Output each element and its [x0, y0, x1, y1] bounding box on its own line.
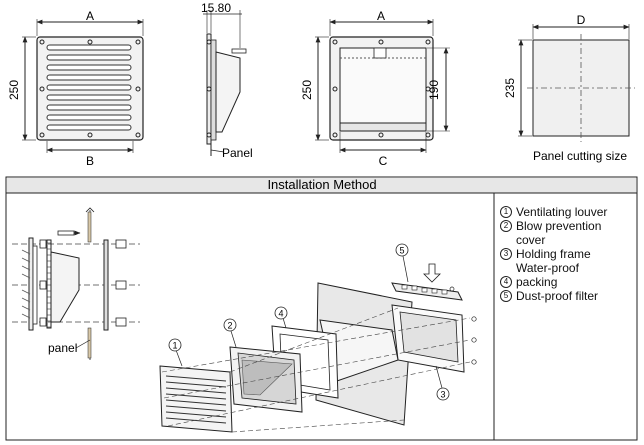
callout-5: 5 [399, 246, 404, 256]
legend-number: 5 [500, 290, 512, 302]
legend-item: cover [500, 233, 640, 247]
dim-side-label: 15.80 [201, 1, 231, 15]
dim-b-label: B [86, 154, 94, 168]
dim-250b-label: 250 [300, 80, 314, 100]
legend-item: 4 packing [500, 275, 640, 289]
legend-number: 2 [500, 220, 512, 232]
callout-2: 2 [227, 321, 232, 331]
louver-front-view [22, 19, 144, 153]
dim-235-label: 235 [503, 78, 517, 98]
parts-legend: 1 Ventilating louver 2 Blow prevention cov… [500, 205, 640, 303]
cross-section-panel-label: panel [48, 341, 77, 355]
legend-item: 5 Dust-proof filter [500, 289, 640, 303]
cutting-size-label: Panel cutting size [533, 149, 627, 163]
exploded-assembly [159, 243, 477, 433]
callout-4: 4 [278, 309, 283, 319]
panel-cutting-view [518, 24, 635, 142]
dim-250-label: 250 [7, 80, 21, 100]
dim-a-label: A [86, 9, 94, 23]
legend-item: 3 Holding frame [500, 247, 640, 261]
callout-1: 1 [172, 341, 177, 351]
dim-c-label: C [379, 154, 388, 168]
legend-text: Dust-proof filter [516, 289, 599, 303]
dim-a2-label: A [377, 9, 385, 23]
legend-number: 1 [500, 206, 512, 218]
legend-number [500, 262, 512, 274]
legend-item: 1 Ventilating louver [500, 205, 640, 219]
dim-190-label: 190 [427, 80, 441, 100]
legend-text: Ventilating louver [516, 205, 608, 219]
louver-side-view [203, 10, 247, 156]
louver-back-view [315, 19, 450, 153]
callout-3: 3 [440, 390, 445, 400]
panel-label: Panel [222, 146, 253, 160]
cross-section-view [12, 207, 140, 360]
legend-number [500, 234, 512, 246]
legend-text: Holding frame [516, 247, 591, 261]
dim-d-label: D [577, 13, 586, 27]
legend-item: Water-proof [500, 261, 640, 275]
legend-text: Blow prevention [516, 219, 602, 233]
legend-number: 4 [500, 276, 512, 288]
legend-text: packing [516, 275, 558, 289]
installation-title: Installation Method [267, 177, 376, 192]
legend-number: 3 [500, 248, 512, 260]
legend-item: 2 Blow prevention [500, 219, 640, 233]
legend-text: cover [516, 233, 546, 247]
legend-text: Water-proof [516, 261, 579, 275]
